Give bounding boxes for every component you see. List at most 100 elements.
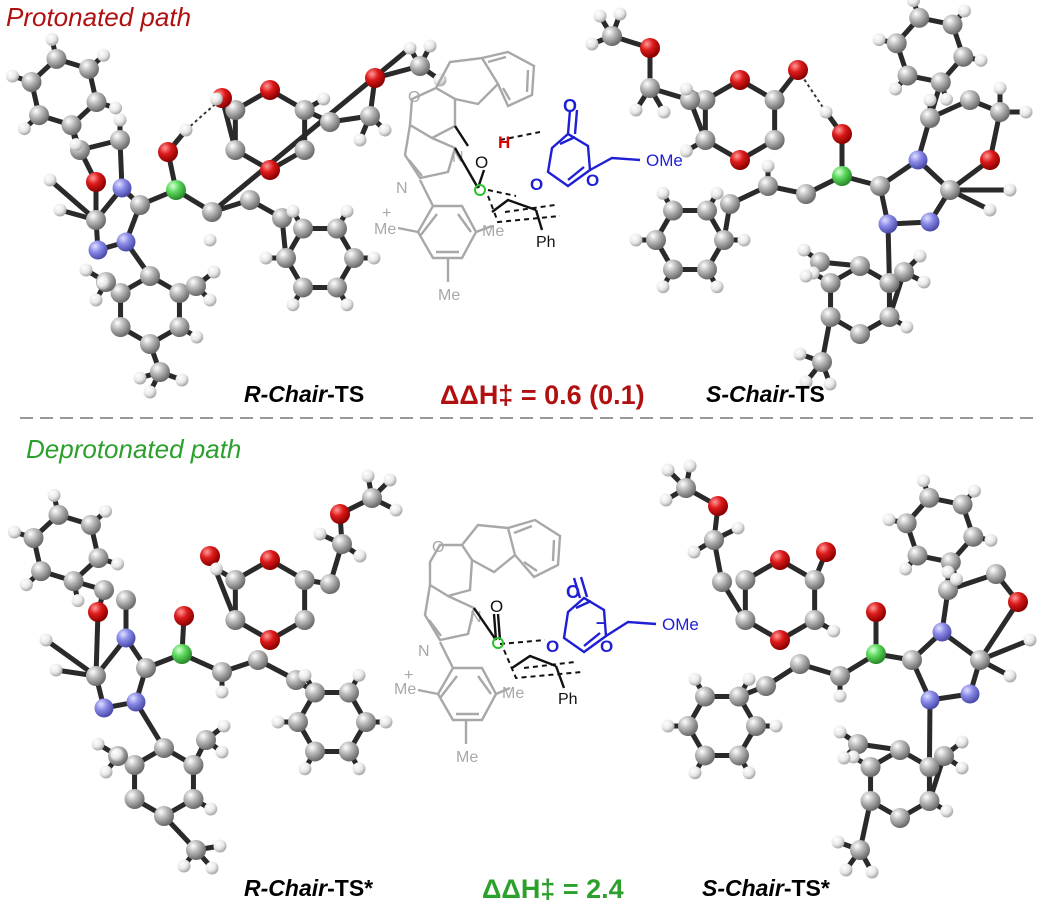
carbon-atom [764, 130, 785, 150]
hydrogen-atom [47, 488, 61, 502]
oxygen-atom [260, 160, 280, 180]
carbon-atom [225, 610, 246, 630]
carbon-atom [735, 570, 756, 590]
r-chair-ts-star-label: R-Chair-TS* [244, 875, 374, 901]
hydrogen-atom [133, 371, 147, 385]
hydrogen-atom [313, 527, 327, 541]
label-prefix: R [244, 875, 261, 901]
carbon-atom [169, 283, 190, 303]
carbon-atom [305, 741, 325, 762]
carbon-atom [154, 806, 174, 826]
scheme-n-label: N [452, 149, 464, 166]
label-mid: Chair [268, 875, 328, 901]
hydrogen-atom [203, 233, 217, 247]
nitrogen-atom [932, 622, 952, 642]
hydrogen-atom [823, 377, 837, 391]
scheme-plus-label: + [382, 205, 391, 222]
hydrogen-atom [215, 745, 229, 759]
hydrogen-atom [900, 320, 914, 334]
oxygen-atom [174, 606, 194, 626]
carbon-atom [930, 72, 951, 93]
hydrogen-atom [217, 719, 231, 733]
carbon-atom [764, 90, 785, 110]
hydrogen-atom [91, 737, 105, 751]
scheme-h-label: H [498, 133, 510, 152]
carbon-atom [202, 202, 222, 222]
hydrogen-atom [585, 37, 599, 51]
hydrogen-atom [79, 263, 93, 277]
nitrogen-atom [94, 698, 114, 718]
scheme-o-label: O [432, 539, 444, 556]
carbon-atom [942, 14, 963, 35]
oxygen-atom [980, 150, 1000, 170]
hydrogen-atom [259, 251, 273, 265]
carbon-atom [110, 130, 130, 150]
label-suffix: TS [334, 381, 365, 407]
label-suffix: TS* [334, 875, 374, 901]
label-mid: Chair [268, 381, 328, 407]
carbon-atom [890, 740, 910, 760]
carbon-atom [110, 283, 131, 303]
carbon-atom [344, 248, 364, 268]
r-chair-ts-label: R-Chair-TS [244, 381, 365, 407]
carbon-atom [294, 610, 315, 630]
scheme-me-bottom-label: Me [456, 749, 478, 766]
hydrogen-atom [984, 533, 998, 547]
oxygen-atom [640, 38, 660, 58]
carbon-atom [758, 176, 778, 196]
nitrogen-atom [112, 178, 132, 198]
hydrogen-atom [203, 293, 217, 307]
carbon-atom [695, 130, 716, 150]
hydrogen-atom [656, 280, 670, 294]
carbon-atom [919, 791, 940, 811]
nitrogen-atom [878, 214, 898, 234]
hydrogen-atom [213, 839, 227, 853]
hydrogen-atom [317, 92, 331, 106]
carbon-atom [140, 266, 160, 286]
hydrogen-atom [5, 69, 19, 83]
hydrogen-atom [209, 92, 223, 106]
r-chair-ts-star-model [7, 469, 403, 875]
hydrogen-atom [207, 265, 221, 279]
hydrogen-atom [656, 186, 670, 200]
carbon-atom [288, 712, 308, 732]
carbon-atom [909, 7, 930, 28]
hydrogen-atom [710, 186, 724, 200]
hydrogen-atom [204, 802, 218, 816]
carbon-atom [183, 755, 204, 775]
carbon-atom [676, 478, 696, 498]
hydrogen-atom [97, 48, 111, 62]
carbon-atom [320, 112, 340, 132]
hydrogen-atom [175, 373, 189, 387]
carbon-atom [695, 745, 715, 766]
carbon-atom [327, 218, 347, 239]
carbon-atom [362, 488, 382, 508]
hydrogen-atom [710, 280, 724, 294]
carbon-atom [790, 654, 810, 674]
hydrogen-atom [109, 101, 123, 115]
carbon-atom [830, 666, 850, 686]
scheme-ph-label: Ph [558, 691, 578, 708]
s-chair-ts-star-model [659, 459, 1037, 879]
label-suffix: TS [795, 381, 825, 407]
hydrogen-atom [71, 594, 85, 608]
hydrogen-atom [917, 275, 931, 289]
carbon-atom [124, 789, 145, 809]
carbon-atom [276, 248, 296, 268]
carbon-atom [953, 46, 974, 67]
carbon-atom [360, 106, 380, 126]
scheme-o-label: O [530, 175, 543, 194]
scheme-me-left-label: Me [374, 221, 396, 238]
carbon-atom [907, 545, 928, 566]
hydrogen-atom [215, 685, 229, 699]
scheme-o-label: O [586, 171, 599, 190]
hydrogen-atom [69, 138, 83, 152]
hydrogen-atom [593, 9, 607, 23]
carbon-atom [186, 276, 206, 296]
carbon-atom [919, 757, 940, 777]
carbon-atom [240, 190, 260, 210]
hydrogen-atom [99, 765, 113, 779]
carbon-atom [804, 570, 825, 590]
hydrogen-atom [17, 122, 31, 136]
